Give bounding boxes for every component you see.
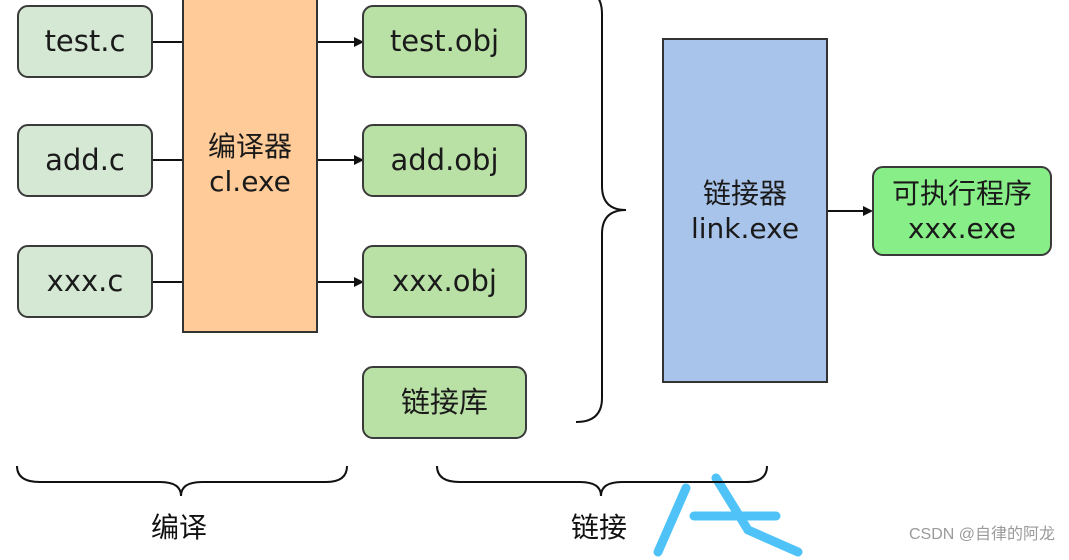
compiler-exe: cl.exe <box>209 164 291 198</box>
watermark-text: CSDN @自律的阿龙 <box>908 526 1055 543</box>
source-file-label: test.c <box>44 24 126 59</box>
compiler-title: 编译器 <box>207 129 292 163</box>
linker-title: 链接器 <box>702 176 787 210</box>
source-file-label: xxx.c <box>46 264 124 299</box>
stage-label-compile: 编译 <box>151 511 208 544</box>
source-file-test-c: test.c <box>17 5 153 78</box>
group-brace-right <box>575 0 627 423</box>
source-file-add-c: add.c <box>17 124 153 197</box>
object-file-add-obj: add.obj <box>362 124 527 197</box>
link-library-box: 链接库 <box>362 366 527 439</box>
executable-box: 可执行程序 xxx.exe <box>872 166 1052 256</box>
object-file-label: add.obj <box>390 143 499 178</box>
stage-brace-compile <box>16 465 348 497</box>
object-file-xxx-obj: xxx.obj <box>362 245 527 318</box>
source-file-label: add.c <box>45 143 125 178</box>
stage-brace-link <box>436 465 768 497</box>
object-file-label: test.obj <box>389 24 500 59</box>
watermark-logo-icon <box>653 473 803 557</box>
object-file-test-obj: test.obj <box>362 5 527 78</box>
link-library-label: 链接库 <box>400 385 488 420</box>
linker-exe: link.exe <box>690 211 800 245</box>
source-file-xxx-c: xxx.c <box>17 245 153 318</box>
executable-title: 可执行程序 <box>891 177 1032 210</box>
object-file-label: xxx.obj <box>392 264 497 299</box>
linker-box: 链接器 link.exe <box>662 38 828 383</box>
executable-name: xxx.exe <box>907 212 1017 245</box>
stage-label-link: 链接 <box>571 511 628 544</box>
compiler-box: 编译器 cl.exe <box>182 0 318 333</box>
